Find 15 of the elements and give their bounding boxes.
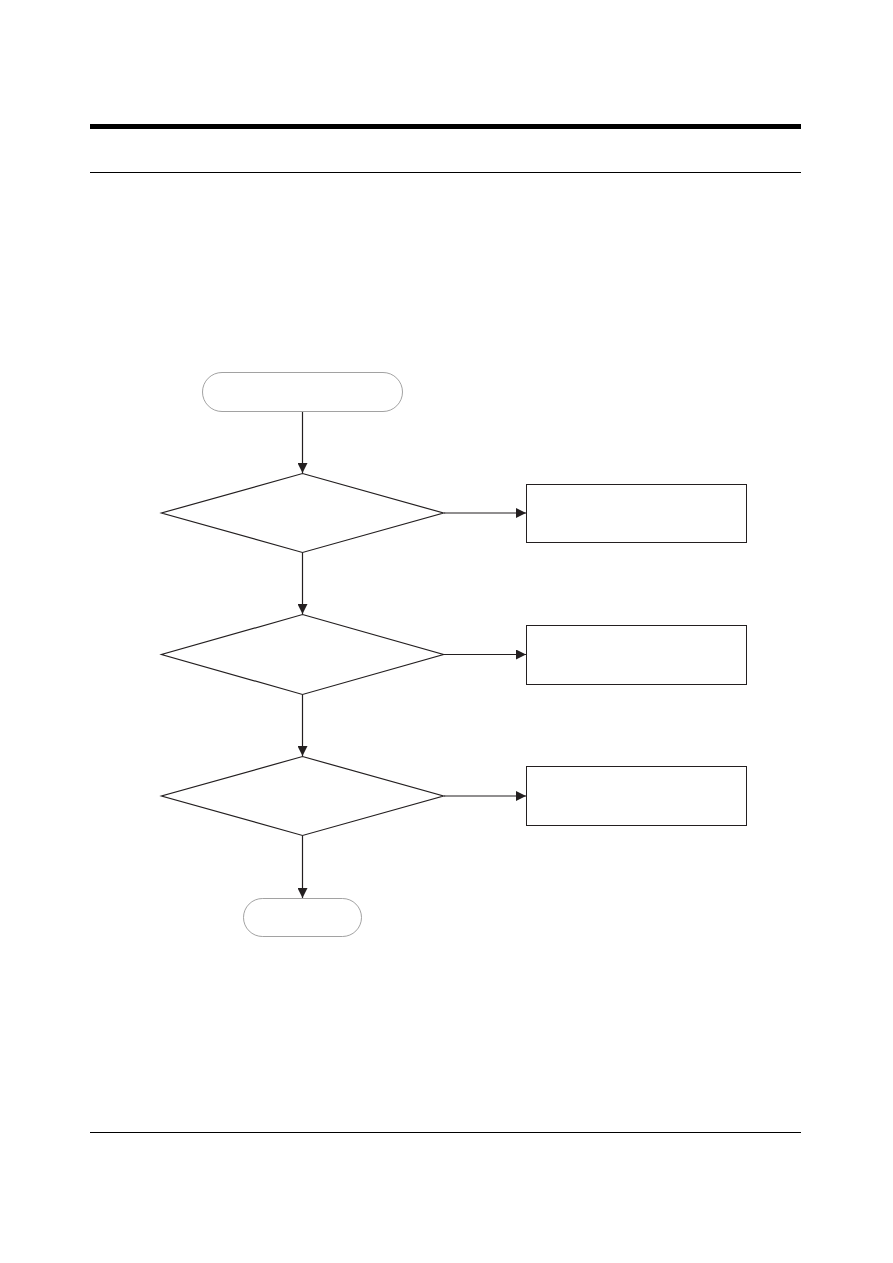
arrow [297,411,308,474]
arrow [443,791,527,801]
decision-diamond [161,614,444,695]
arrow [297,694,308,757]
process-box [526,484,747,543]
process-box [526,766,747,826]
arrow [297,835,308,899]
decision-diamond [161,756,444,836]
terminal-shape [243,898,362,937]
decision-diamond [161,473,444,553]
arrow [443,649,527,660]
terminal-shape [202,372,403,412]
arrow [297,552,308,615]
process-box [526,625,747,685]
arrow [443,508,527,518]
